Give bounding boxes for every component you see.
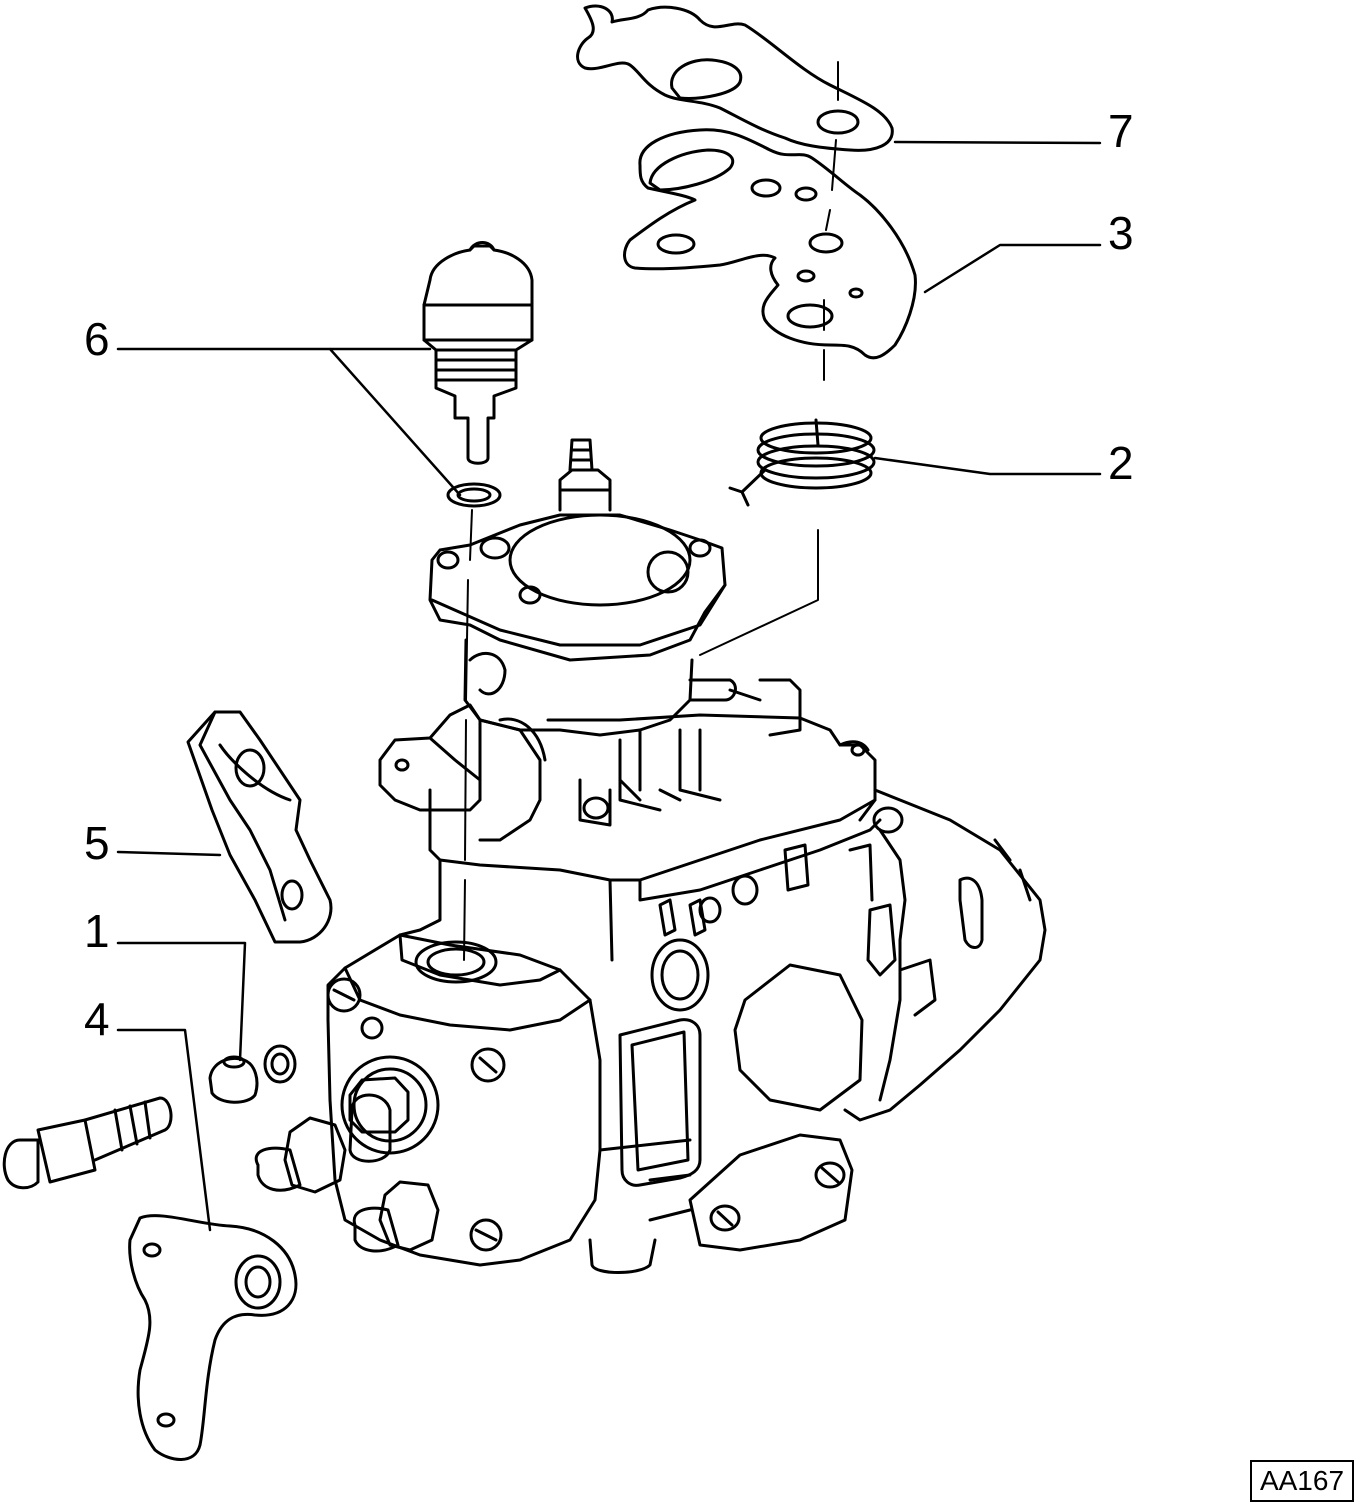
part-3-lever-plate — [625, 130, 916, 358]
leader-7 — [895, 142, 1100, 143]
axis-line-top — [824, 62, 838, 380]
banjo-bolt — [4, 1098, 171, 1188]
axis-line-spring — [700, 530, 818, 655]
part-4-plate — [130, 1216, 296, 1460]
leader-3 — [925, 245, 1100, 292]
part-7-gasket-plate — [578, 6, 893, 150]
injection-pump-body — [256, 440, 1045, 1273]
callout-1: 1 — [84, 905, 110, 957]
part-2-spring — [730, 420, 874, 505]
leader-5 — [118, 852, 220, 855]
callout-4: 4 — [84, 993, 110, 1045]
callout-3: 3 — [1108, 207, 1134, 259]
callout-2: 2 — [1108, 437, 1134, 489]
callout-5: 5 — [84, 817, 110, 869]
part-6-solenoid — [424, 243, 532, 507]
leader-4 — [118, 1030, 210, 1230]
leader-2 — [875, 458, 1100, 474]
callout-6: 6 — [84, 313, 110, 365]
leader-1 — [118, 943, 245, 1060]
part-5-bracket — [188, 712, 331, 942]
leader-6 — [118, 349, 460, 495]
leader-lines — [118, 142, 1100, 1230]
part-1-connector — [210, 1046, 295, 1102]
reference-code-label: AA167 — [1250, 1460, 1354, 1502]
callout-7: 7 — [1108, 105, 1134, 157]
axis-line-solenoid — [464, 510, 472, 960]
